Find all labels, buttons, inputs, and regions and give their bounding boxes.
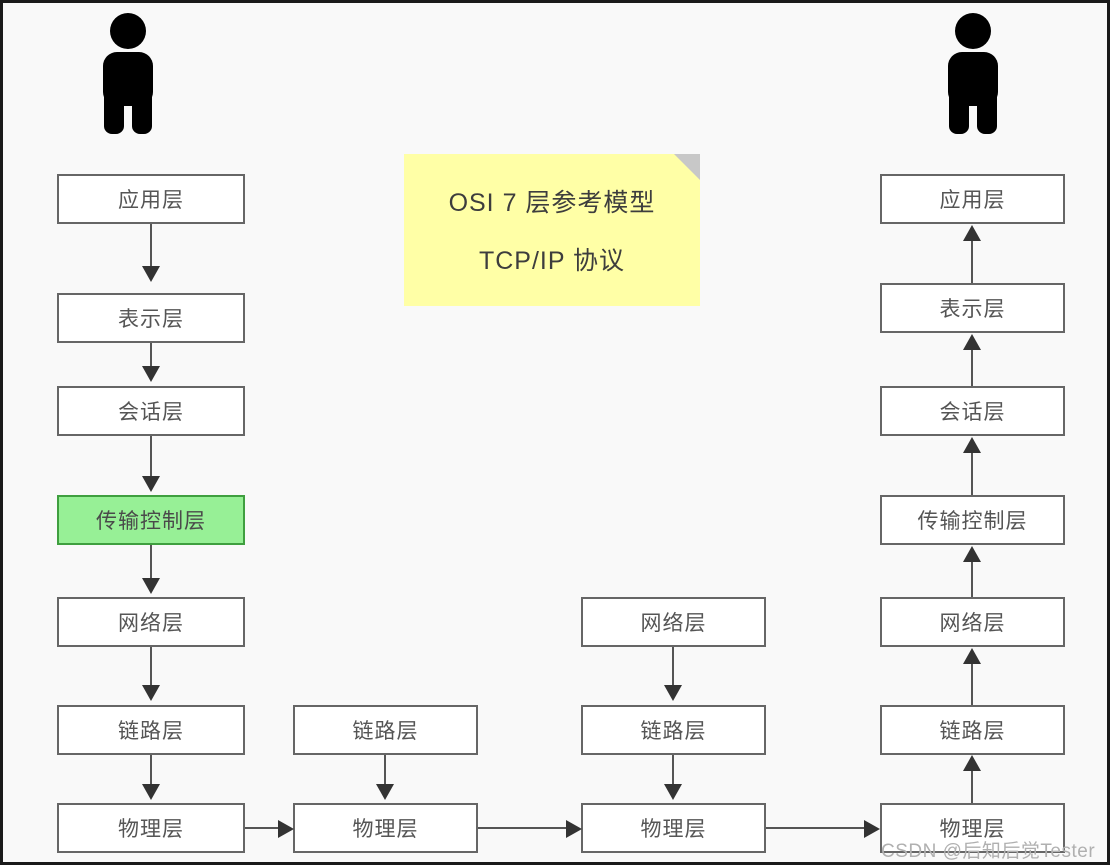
connector-relay2-net-to-link bbox=[672, 647, 674, 688]
node-label: 应用层 bbox=[939, 189, 1006, 212]
node-label: 链路层 bbox=[352, 720, 419, 743]
node-label: 链路层 bbox=[939, 720, 1006, 743]
connector-phys-relay1-to-relay2 bbox=[478, 827, 566, 829]
node-relay1-datalink[interactable]: 链路层 bbox=[293, 705, 478, 755]
node-right-presentation[interactable]: 表示层 bbox=[880, 283, 1065, 333]
node-label: 链路层 bbox=[118, 720, 184, 743]
arrowhead-right-link-to-net bbox=[963, 648, 981, 664]
note-line-2: TCP/IP 协议 bbox=[478, 247, 626, 275]
node-label: 应用层 bbox=[118, 189, 184, 212]
arrowhead-left-link-to-phys bbox=[142, 784, 160, 800]
arrowhead-phys-relay1-to-relay2 bbox=[566, 820, 582, 838]
connector-left-pres-to-sess bbox=[150, 343, 152, 369]
node-label: 链路层 bbox=[640, 720, 707, 743]
node-label: 表示层 bbox=[118, 308, 184, 331]
node-left-network[interactable]: 网络层 bbox=[57, 597, 245, 647]
node-right-network[interactable]: 网络层 bbox=[880, 597, 1065, 647]
arrowhead-right-phys-to-link bbox=[963, 755, 981, 771]
arrowhead-phys-left-to-relay1 bbox=[278, 820, 294, 838]
connector-right-phys-to-link bbox=[971, 771, 973, 803]
node-label: 物理层 bbox=[352, 818, 419, 841]
left-actor bbox=[95, 11, 161, 140]
node-right-datalink[interactable]: 链路层 bbox=[880, 705, 1065, 755]
connector-right-trans-to-sess bbox=[971, 453, 973, 495]
arrowhead-relay2-net-to-link bbox=[664, 685, 682, 701]
arrowhead-left-pres-to-sess bbox=[142, 366, 160, 382]
arrowhead-relay1-link-to-phys bbox=[376, 784, 394, 800]
person-icon bbox=[103, 13, 153, 134]
connector-relay2-link-to-phys bbox=[672, 755, 674, 787]
node-relay1-physical[interactable]: 物理层 bbox=[293, 803, 478, 853]
right-actor bbox=[940, 11, 1006, 140]
node-left-application[interactable]: 应用层 bbox=[57, 174, 245, 224]
node-label: 传输控制层 bbox=[96, 510, 206, 533]
arrowhead-left-sess-to-trans bbox=[142, 476, 160, 492]
node-label: 会话层 bbox=[118, 401, 184, 424]
node-left-session[interactable]: 会话层 bbox=[57, 386, 245, 436]
note-line-1: OSI 7 层参考模型 bbox=[448, 189, 656, 217]
node-label: 网络层 bbox=[118, 612, 184, 635]
connector-phys-relay2-to-right bbox=[766, 827, 864, 829]
node-label: 网络层 bbox=[939, 612, 1006, 635]
node-left-physical[interactable]: 物理层 bbox=[57, 803, 245, 853]
arrowhead-left-app-to-pres bbox=[142, 266, 160, 282]
arrowhead-phys-relay2-to-right bbox=[864, 820, 880, 838]
connector-left-app-to-pres bbox=[150, 224, 152, 269]
arrowhead-left-net-to-link bbox=[142, 685, 160, 701]
arrowhead-right-pres-to-app bbox=[963, 225, 981, 241]
node-right-physical[interactable]: 物理层 bbox=[880, 803, 1065, 853]
connector-right-sess-to-pres bbox=[971, 350, 973, 386]
node-left-presentation[interactable]: 表示层 bbox=[57, 293, 245, 343]
note-fold-corner-icon bbox=[674, 154, 700, 180]
node-right-session[interactable]: 会话层 bbox=[880, 386, 1065, 436]
person-icon bbox=[948, 13, 998, 134]
connector-right-net-to-trans bbox=[971, 562, 973, 597]
connector-left-net-to-link bbox=[150, 647, 152, 688]
arrowhead-right-trans-to-sess bbox=[963, 437, 981, 453]
connector-left-sess-to-trans bbox=[150, 436, 152, 479]
node-left-transport[interactable]: 传输控制层 bbox=[57, 495, 245, 545]
arrowhead-relay2-link-to-phys bbox=[664, 784, 682, 800]
node-right-application[interactable]: 应用层 bbox=[880, 174, 1065, 224]
node-label: 传输控制层 bbox=[917, 510, 1028, 533]
node-label: 会话层 bbox=[939, 401, 1006, 424]
connector-right-link-to-net bbox=[971, 664, 973, 705]
connector-left-link-to-phys bbox=[150, 755, 152, 787]
osi-title-note: OSI 7 层参考模型 TCP/IP 协议 bbox=[404, 154, 700, 306]
node-right-transport[interactable]: 传输控制层 bbox=[880, 495, 1065, 545]
node-label: 物理层 bbox=[640, 818, 707, 841]
arrowhead-right-sess-to-pres bbox=[963, 334, 981, 350]
node-left-datalink[interactable]: 链路层 bbox=[57, 705, 245, 755]
connector-phys-left-to-relay1 bbox=[245, 827, 285, 829]
connector-relay1-link-to-phys bbox=[384, 755, 386, 787]
arrowhead-right-net-to-trans bbox=[963, 546, 981, 562]
connector-left-trans-to-net bbox=[150, 545, 152, 581]
node-label: 物理层 bbox=[118, 818, 184, 841]
node-relay2-physical[interactable]: 物理层 bbox=[581, 803, 766, 853]
node-relay2-network[interactable]: 网络层 bbox=[581, 597, 766, 647]
node-label: 表示层 bbox=[939, 298, 1006, 321]
node-label: 网络层 bbox=[640, 612, 707, 635]
node-label: 物理层 bbox=[939, 818, 1006, 841]
connector-right-pres-to-app bbox=[971, 240, 973, 293]
arrowhead-left-trans-to-net bbox=[142, 578, 160, 594]
node-relay2-datalink[interactable]: 链路层 bbox=[581, 705, 766, 755]
